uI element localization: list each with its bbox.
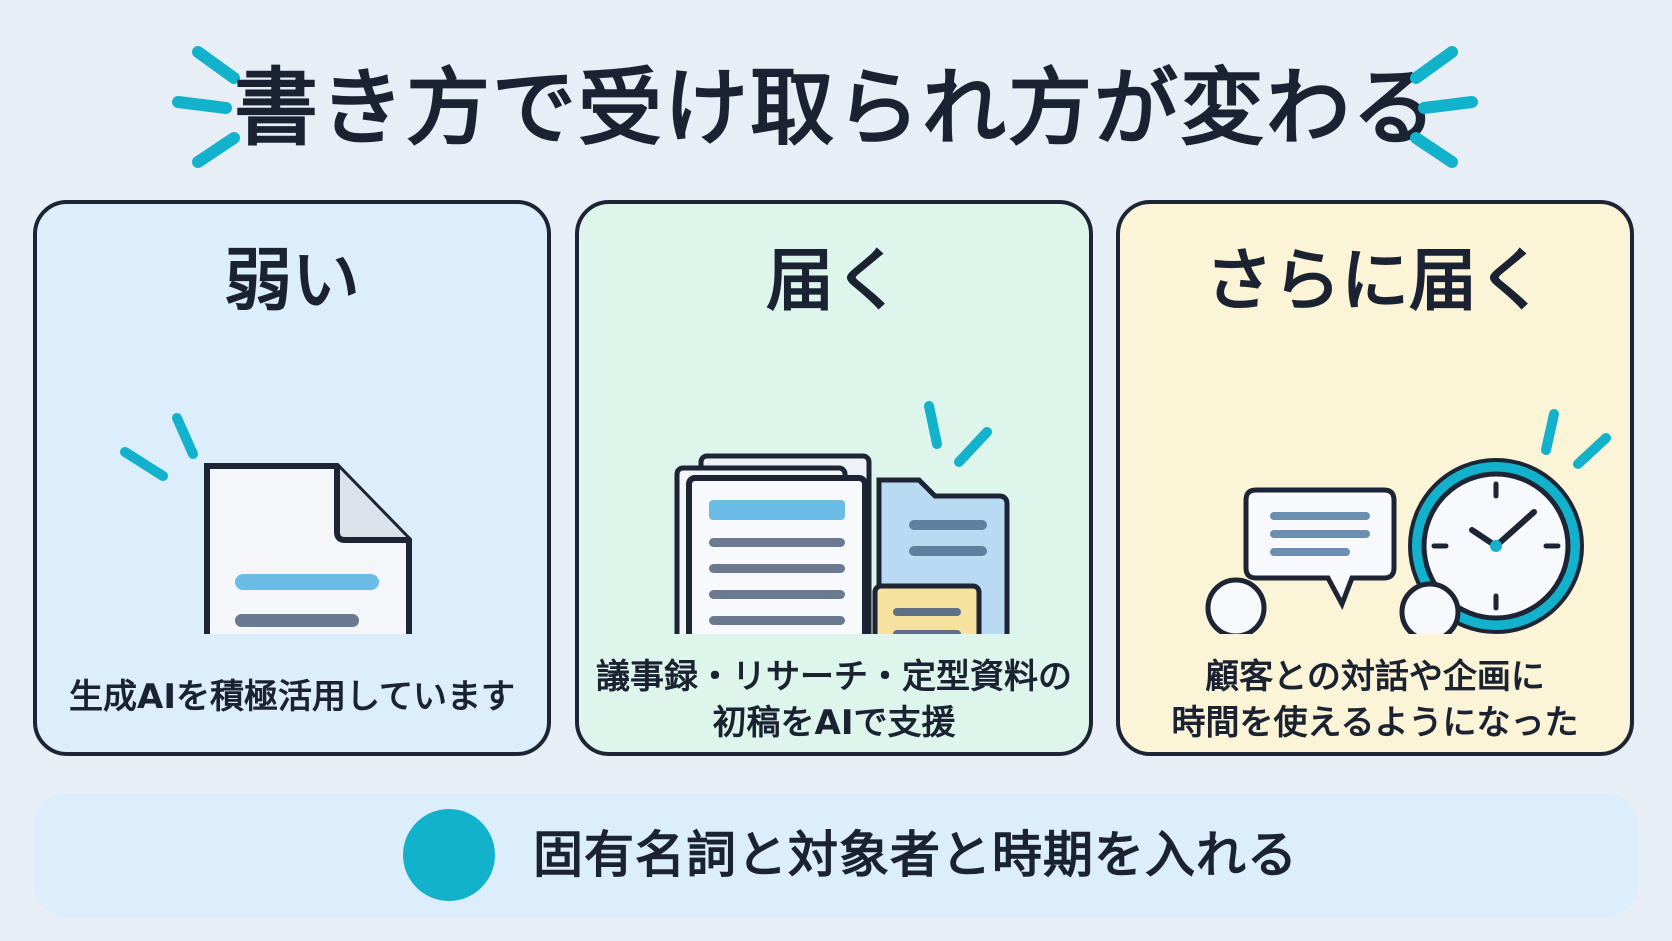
tip-bar: 固有名詞と対象者と時期を入れる [33,793,1639,917]
card-caption: 生成AIを積極活用しています [37,674,547,720]
right-burst-icon [1410,46,1478,168]
tip-text: 固有名詞と対象者と時期を入れる [533,826,1298,884]
caption-line-1: 生成AIを積極活用しています [69,677,515,717]
caption-line-1: 顧客との対話や企画に [1205,657,1545,697]
card-heading: さらに届く [1204,242,1545,321]
caption-line-2: 初稿をAIで支援 [712,703,956,743]
card-reaches: 届く 議事録・リサーチ・定型資料の 初稿をAIで支援 [575,200,1093,756]
left-burst-icon [172,46,240,168]
caption-line-1: 議事録・リサーチ・定型資料の [596,657,1072,697]
caption-line-2: 時間を使えるようになった [1171,703,1579,743]
document-icon [120,413,412,634]
bullet-dot-icon [403,809,495,901]
card-heading: 弱い [223,242,360,321]
title-area: 書き方で受け取られ方が変わる [0,40,1672,180]
card-reaches-further: さらに届く 顧客との対話や企画に 時間を使えるようになった [1116,200,1634,756]
card-weak: 弱い 生成AIを積極活用しています [33,200,551,756]
document-stack-icon [674,401,1010,634]
card-heading: 届く [765,242,902,321]
people-chat-clock-icon [1205,409,1611,634]
page-title: 書き方で受け取られ方が変わる [233,59,1438,157]
card-caption: 議事録・リサーチ・定型資料の 初稿をAIで支援 [579,654,1089,746]
card-caption: 顧客との対話や企画に 時間を使えるようになった [1120,654,1630,746]
